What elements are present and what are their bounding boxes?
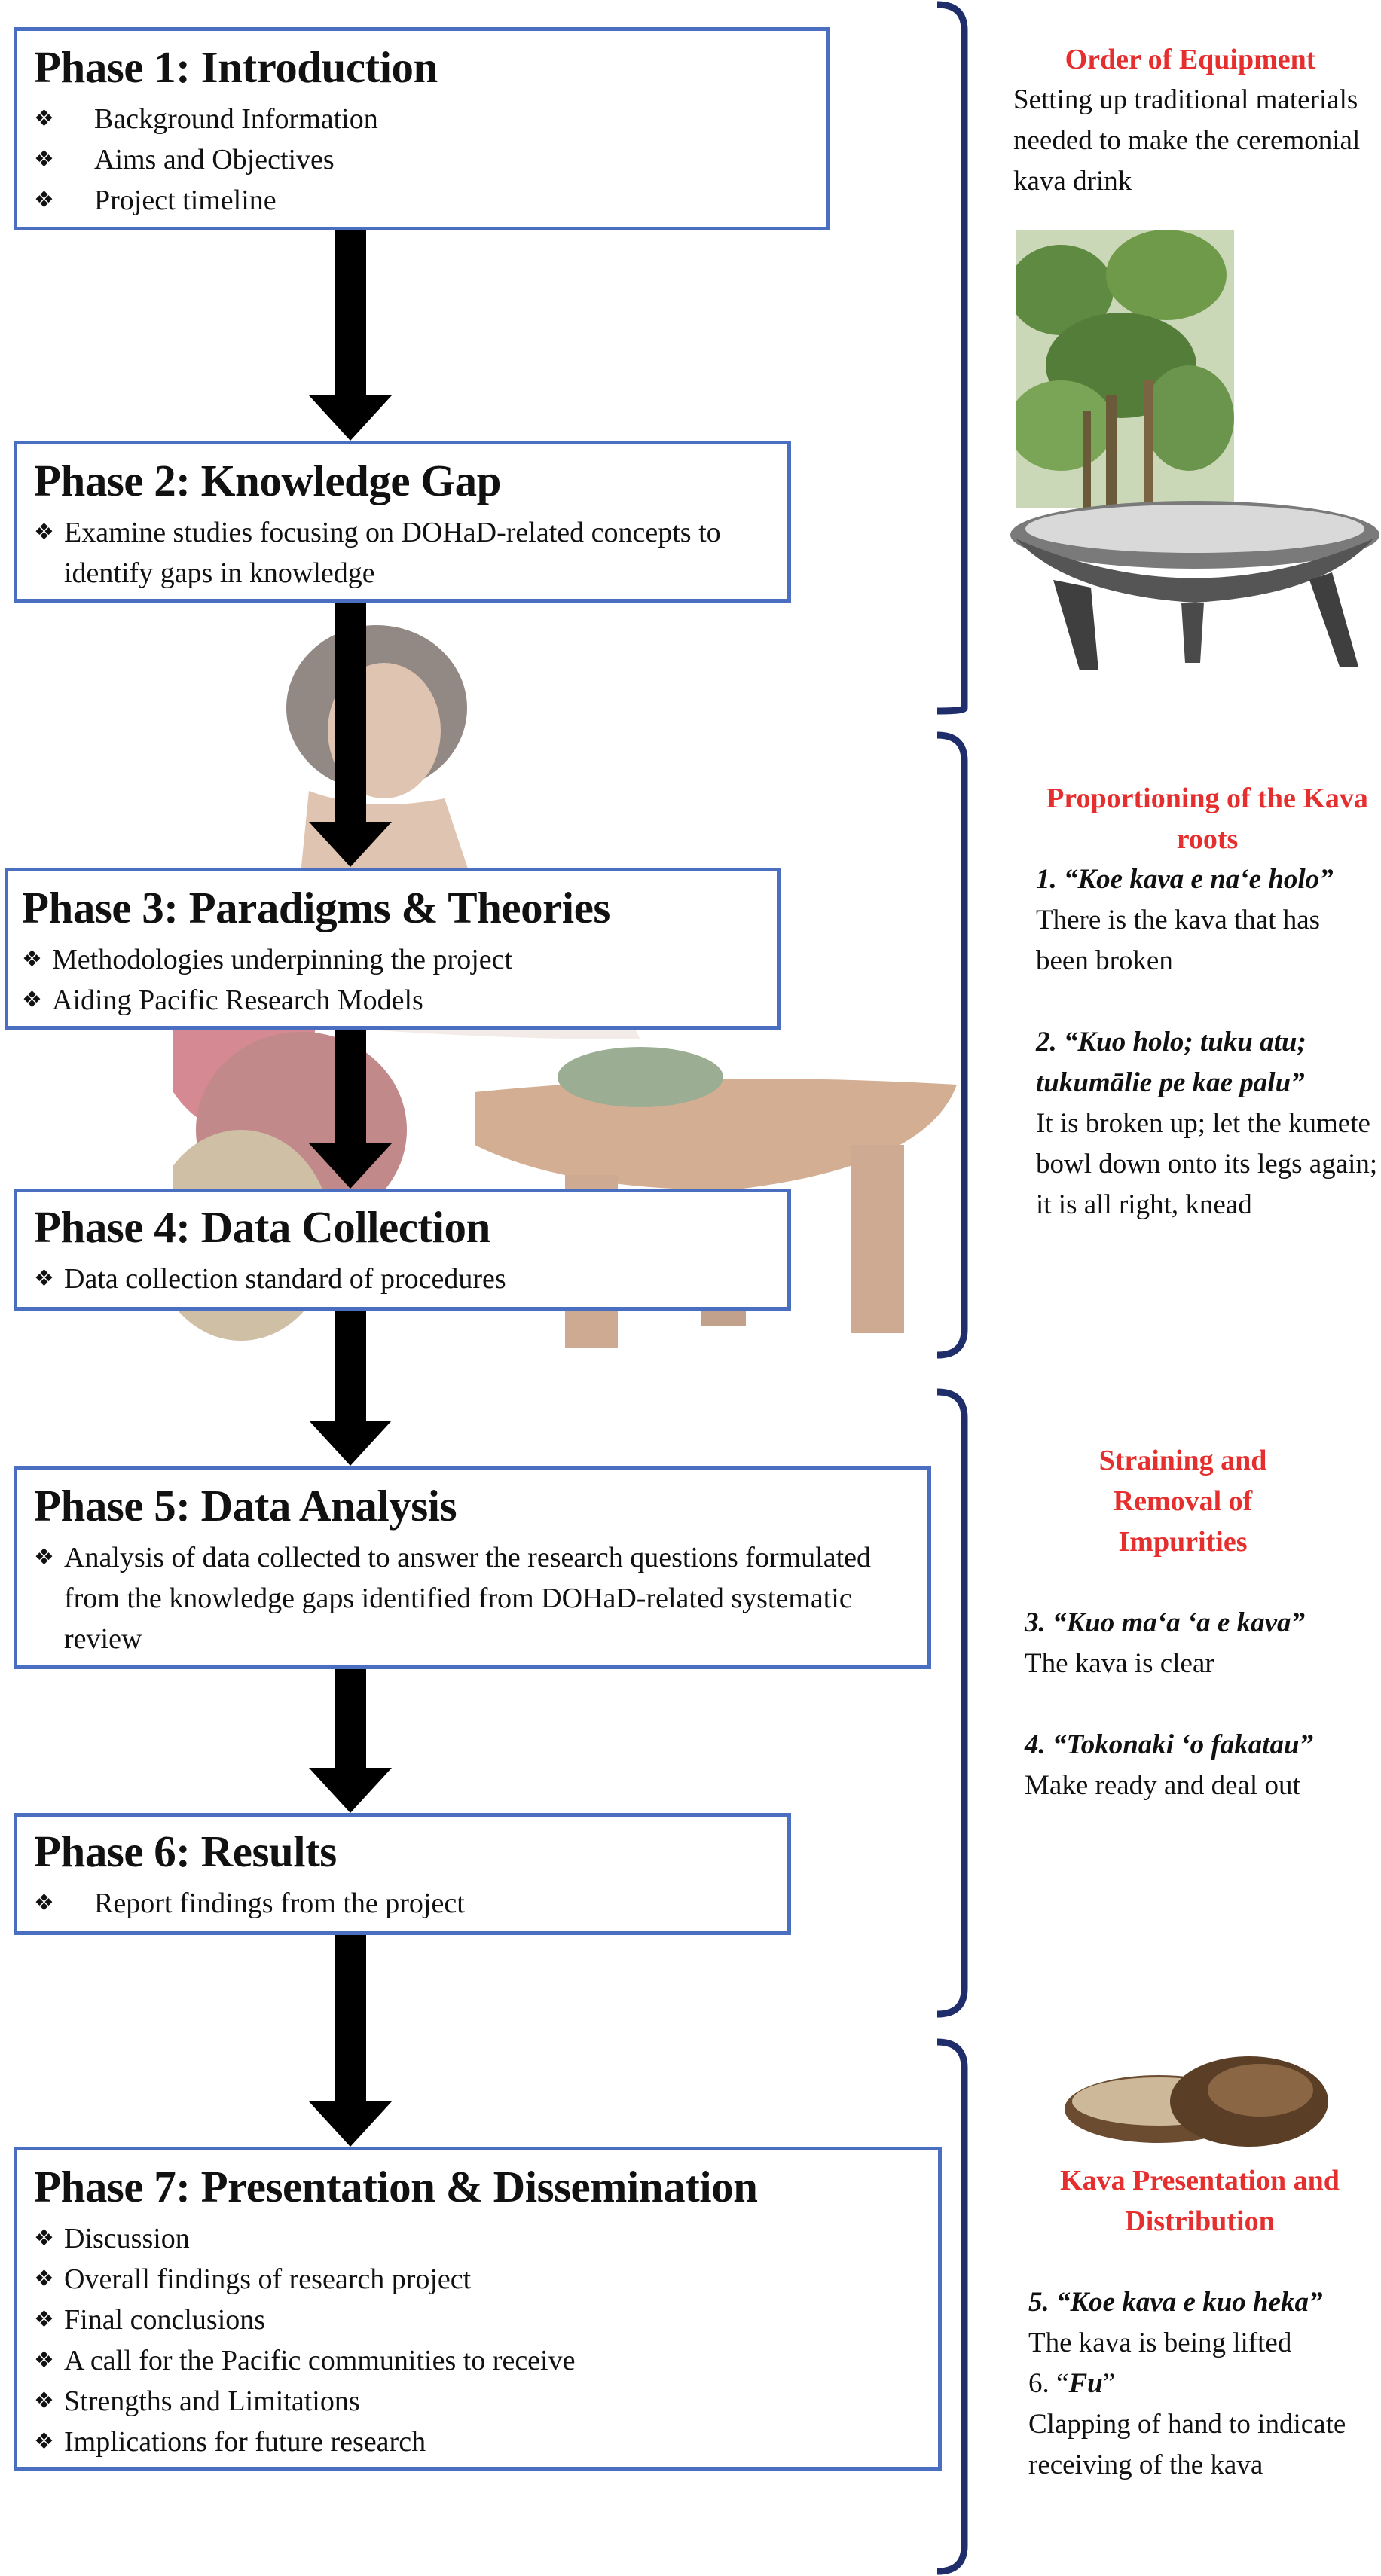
bullet-icon: ❖ (34, 1543, 54, 1570)
arrow-2-3 (309, 603, 392, 868)
list-item: ❖Examine studies focusing on DOHaD-relat… (34, 512, 771, 594)
arrow-5-6 (309, 1669, 392, 1813)
side-text: There is the kava that has been broken (1036, 905, 1321, 976)
list-item: ❖Implications for future research (34, 2422, 921, 2462)
arrow-3-4 (309, 1030, 392, 1189)
list-item: ❖A call for the Pacific communities to r… (34, 2340, 921, 2381)
side-text: The kava is clear (1025, 1648, 1214, 1679)
list-item: ❖Project timeline (34, 180, 809, 221)
arrow-6-7 (309, 1935, 392, 2147)
phase-3-box: Phase 3: Paradigms & Theories ❖Methodolo… (5, 868, 781, 1030)
list-item: ❖Data collection standard of procedures (34, 1259, 771, 1299)
phase-title: Phase 7: Presentation & Dissemination (34, 2162, 758, 2211)
list-item: ❖Methodologies underpinning the project (22, 939, 763, 980)
side-text: Clapping of hand to indicate receiving o… (1028, 2409, 1346, 2480)
side-quote-6: 6. “Fu” (1028, 2368, 1116, 2399)
bullet-icon: ❖ (34, 1265, 54, 1292)
phase-title: Phase 6: Results (34, 1827, 337, 1876)
phase-items: ❖Discussion ❖Overall findings of researc… (34, 2218, 921, 2462)
side-presentation: Kava Presentation and Distribution 5. “K… (1028, 2160, 1371, 2486)
kava-plant-photo (1016, 230, 1234, 508)
phase-4-box: Phase 4: Data Collection ❖Data collectio… (14, 1189, 791, 1311)
phase-title: Phase 1: Introduction (34, 42, 438, 92)
phase-5-box: Phase 5: Data Analysis ❖Analysis of data… (14, 1466, 931, 1669)
arrow-1-2 (309, 230, 392, 441)
phase-items: ❖Examine studies focusing on DOHaD-relat… (34, 512, 771, 594)
side-quote: 4. “Tokonaki ‘o fakatau” (1025, 1729, 1314, 1760)
phase-6-box: Phase 6: Results ❖Report findings from t… (14, 1813, 791, 1935)
bullet-icon: ❖ (34, 105, 54, 132)
list-item: ❖Strengths and Limitations (34, 2381, 921, 2422)
coconut-cups-photo (1061, 2049, 1332, 2154)
side-quote: 2. “Kuo holo; tuku atu; tukumālie pe kae… (1036, 1027, 1306, 1098)
bracket-presentation (934, 2037, 995, 2576)
side-quote: 1. “Koe kava e na‘e holo” (1036, 864, 1334, 895)
side-quote: 3. “Kuo ma‘a ‘a e kava” (1025, 1607, 1306, 1638)
bullet-icon: ❖ (22, 945, 42, 972)
list-item: ❖Background Information (34, 99, 809, 139)
side-text: It is broken up; let the kumete bowl dow… (1036, 1108, 1378, 1220)
bullet-icon: ❖ (34, 145, 54, 172)
bullet-icon: ❖ (34, 518, 54, 545)
phase-7-box: Phase 7: Presentation & Dissemination ❖D… (14, 2147, 942, 2471)
side-text: Make ready and deal out (1025, 1770, 1300, 1801)
phase-items: ❖Data collection standard of procedures (34, 1259, 771, 1299)
phase-items: ❖Methodologies underpinning the project … (22, 939, 763, 1021)
bracket-proportioning (934, 731, 995, 1360)
bullet-icon: ❖ (22, 986, 42, 1013)
bracket-straining (934, 1387, 995, 2019)
side-title: Straining and Removal of Impurities (1098, 1445, 1267, 1558)
phase-title: Phase 2: Knowledge Gap (34, 456, 502, 505)
side-straining: Straining and Removal of Impurities 3. “… (1025, 1440, 1341, 1806)
phase-title: Phase 5: Data Analysis (34, 1481, 457, 1531)
bullet-icon: ❖ (34, 186, 54, 213)
bullet-icon: ❖ (34, 2387, 54, 2414)
bullet-icon: ❖ (34, 2346, 54, 2373)
bracket-equipment (934, 0, 995, 716)
list-item: ❖Final conclusions (34, 2300, 921, 2340)
side-title: Proportioning of the Kava roots (1046, 783, 1368, 855)
side-equipment: Order of Equipment Setting up traditiona… (1013, 39, 1367, 202)
list-item: ❖Aims and Objectives (34, 139, 809, 180)
side-text: The kava is being lifted (1028, 2327, 1292, 2358)
phase-2-box: Phase 2: Knowledge Gap ❖Examine studies … (14, 441, 791, 603)
phase-items: ❖Analysis of data collected to answer th… (34, 1537, 911, 1659)
bullet-icon: ❖ (34, 2224, 54, 2251)
side-title: Kava Presentation and Distribution (1060, 2165, 1340, 2237)
list-item: ❖Report findings from the project (34, 1883, 771, 1924)
phase-items: ❖Report findings from the project (34, 1883, 771, 1924)
arrow-4-5 (309, 1311, 392, 1466)
kava-bowl-photo (1008, 490, 1381, 678)
bullet-icon: ❖ (34, 1889, 54, 1916)
list-item: ❖Overall findings of research project (34, 2259, 921, 2300)
list-item: ❖Aiding Pacific Research Models (22, 980, 763, 1021)
list-item: ❖Discussion (34, 2218, 921, 2259)
side-title: Order of Equipment (1065, 44, 1316, 75)
side-text: Setting up traditional materials needed … (1013, 84, 1361, 197)
phase-title: Phase 3: Paradigms & Theories (22, 883, 610, 932)
phase-1-box: Phase 1: Introduction ❖Background Inform… (14, 27, 830, 230)
side-quote: 5. “Koe kava e kuo heka” (1028, 2287, 1323, 2318)
list-item: ❖Analysis of data collected to answer th… (34, 1537, 911, 1659)
phase-title: Phase 4: Data Collection (34, 1202, 490, 1252)
bullet-icon: ❖ (34, 2265, 54, 2292)
bullet-icon: ❖ (34, 2428, 54, 2455)
side-proportioning: Proportioning of the Kava roots 1. “Koe … (1036, 778, 1379, 1225)
phase-items: ❖Background Information ❖Aims and Object… (34, 99, 809, 221)
bullet-icon: ❖ (34, 2306, 54, 2333)
